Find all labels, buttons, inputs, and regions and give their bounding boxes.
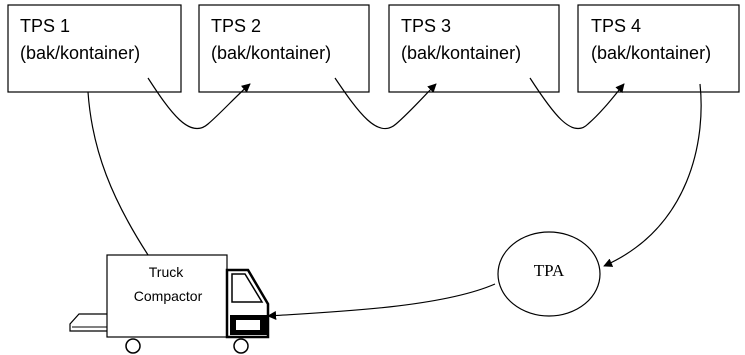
tps-1-type: (bak/kontainer) — [20, 43, 140, 63]
tpa-label: TPA — [534, 261, 565, 280]
truck-label-line1: Truck — [149, 264, 184, 280]
tps-1-node: TPS 1 (bak/kontainer) — [7, 4, 182, 93]
truck-rear-wheel — [125, 338, 141, 354]
truck-compactor: Truck Compactor — [69, 254, 270, 354]
truck-body — [106, 254, 228, 338]
tps-2-node: TPS 2 (bak/kontainer) — [198, 4, 370, 93]
truck-front-wheel — [233, 338, 249, 354]
route-arrow-tps3-to-tps4 — [529, 77, 625, 130]
tps-1-box — [7, 4, 182, 93]
tps-2-type: (bak/kontainer) — [211, 43, 331, 63]
route-arrow-tps4-to-tpa — [603, 83, 702, 267]
route-line-tps1-to-truck — [87, 91, 151, 259]
tps-4-type: (bak/kontainer) — [591, 43, 711, 63]
truck-window — [231, 273, 264, 303]
route-arrow-tps1-to-tps2 — [147, 77, 251, 130]
tps-3-name: TPS 3 — [401, 16, 451, 36]
tps-3-type: (bak/kontainer) — [401, 43, 521, 63]
tps-4-node: TPS 4 (bak/kontainer) — [577, 4, 740, 93]
tps-4-name: TPS 4 — [591, 16, 641, 36]
tpa-node: TPA — [497, 231, 601, 317]
route-arrow-tpa-to-truck — [267, 283, 496, 320]
tps-2-name: TPS 2 — [211, 16, 261, 36]
tps-2-box — [198, 4, 370, 93]
truck-headlight — [236, 320, 260, 330]
tpa-ellipse — [497, 231, 601, 317]
tps-4-box — [577, 4, 740, 93]
tps-1-name: TPS 1 — [20, 16, 70, 36]
tps-3-node: TPS 3 (bak/kontainer) — [388, 4, 560, 93]
truck-label-line2: Compactor — [134, 288, 203, 304]
truck-rear-ledge — [69, 313, 107, 332]
tps-3-box — [388, 4, 560, 93]
route-arrow-tps2-to-tps3 — [334, 77, 437, 130]
